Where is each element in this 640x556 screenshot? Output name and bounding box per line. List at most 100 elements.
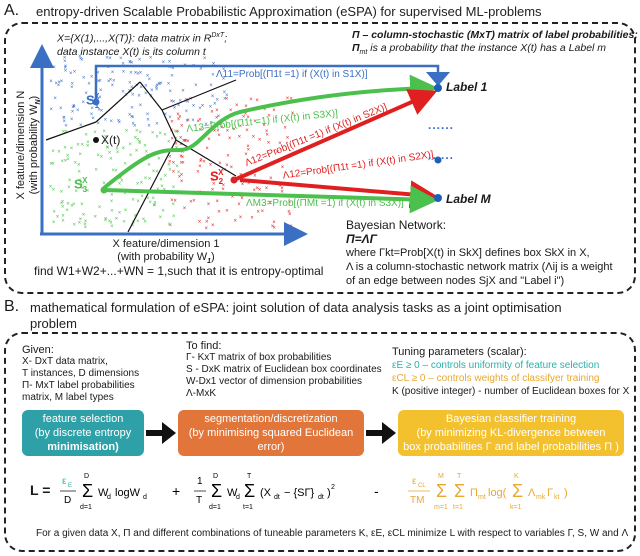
scatter-point: × [226, 153, 230, 159]
scatter-point: × [177, 103, 181, 109]
scatter-point: × [131, 223, 135, 229]
scatter-point: × [169, 223, 173, 229]
scatter-point: × [147, 162, 151, 168]
scatter-point: × [110, 119, 114, 125]
scatter-point: × [73, 222, 77, 228]
scatter-point: × [198, 118, 202, 124]
scatter-point: × [79, 181, 83, 187]
scatter-point: × [168, 115, 172, 121]
scatter-point: × [171, 66, 175, 72]
formula-plus: + [172, 483, 180, 499]
scatter-point: × [103, 139, 107, 145]
formula-minus: - [374, 483, 379, 499]
scatter-point: × [168, 168, 172, 174]
scatter-point: × [155, 169, 159, 175]
scatter-point: × [65, 208, 69, 214]
scatter-point: × [250, 216, 254, 222]
bayes-equation: Π=ΛΓ [346, 232, 377, 246]
scatter-point: × [211, 73, 215, 79]
svg-text:d=1: d=1 [80, 504, 92, 511]
scatter-point: × [64, 123, 68, 129]
scatter-point: × [72, 104, 76, 110]
scatter-point: × [80, 58, 84, 64]
scatter-point: × [84, 133, 88, 139]
scatter-point: × [253, 173, 257, 179]
scatter-point: × [109, 157, 113, 163]
scatter-point: × [63, 56, 67, 62]
scatter-point: × [157, 157, 161, 163]
x-axis-label: X feature/dimension 1(with probability W… [112, 238, 220, 266]
scatter-point: × [112, 79, 116, 85]
svg-text:logW: logW [115, 487, 141, 499]
svg-text:Σ: Σ [512, 481, 523, 501]
scatter-point: × [97, 108, 101, 114]
scatter-point: × [192, 199, 196, 205]
scatter-point: × [52, 210, 56, 216]
given-block: Given: X- DxT data matrix, T instances, … [22, 344, 140, 403]
scatter-point: × [119, 56, 123, 62]
svg-text:T: T [457, 473, 462, 480]
scatter-point: × [211, 178, 215, 184]
scatter-point: × [155, 85, 159, 91]
scatter-point: × [189, 96, 193, 102]
scatter-point: × [118, 211, 122, 217]
scatter-point: × [135, 148, 139, 154]
scatter-point: × [105, 56, 109, 62]
scatter-point: × [152, 196, 156, 202]
scatter-point: × [267, 140, 271, 146]
scatter-point: × [144, 176, 148, 182]
scatter-point: × [172, 169, 176, 175]
svg-text:W: W [98, 487, 109, 499]
scatter-point: × [64, 65, 68, 71]
scatter-point: × [67, 185, 71, 191]
box-s1-label: S1X [86, 92, 100, 110]
scatter-point: × [122, 146, 126, 152]
scatter-point: × [215, 115, 219, 121]
scatter-point: × [108, 151, 112, 157]
scatter-point: × [172, 202, 176, 208]
scatter-point: × [144, 84, 148, 90]
svg-text:k=1: k=1 [510, 504, 522, 511]
bayesian-classifier-box: Bayesian classifier training (by minimiz… [398, 410, 624, 456]
scatter-point: × [97, 79, 101, 85]
svg-text:Γ: Γ [547, 487, 553, 499]
svg-text:m=1: m=1 [434, 504, 448, 511]
scatter-point: × [136, 72, 140, 78]
bayesian-network-block: Bayesian Network: Π=ΛΓ where Γkt=Prob[X(… [346, 218, 613, 288]
svg-text:D: D [64, 495, 71, 506]
scatter-point: × [77, 162, 81, 168]
scatter-point: × [205, 146, 209, 152]
scatter-point: × [204, 122, 208, 128]
scatter-point: × [99, 88, 103, 94]
scatter-point: × [57, 83, 61, 89]
scatter-point: × [142, 217, 146, 223]
svg-text:Σ: Σ [82, 481, 93, 501]
label-1-node-text: Label 1 [446, 80, 488, 94]
scatter-point: × [172, 214, 176, 220]
scatter-point: × [121, 62, 125, 68]
scatter-point: × [203, 56, 207, 62]
scatter-point: × [61, 214, 65, 220]
panel-a-title: entropy-driven Scalable Probabilistic Ap… [36, 4, 542, 19]
scatter-point: × [138, 58, 142, 64]
scatter-point: × [168, 155, 172, 161]
svg-text:D: D [213, 473, 218, 480]
scatter-point: × [56, 215, 60, 221]
scatter-point: × [228, 136, 232, 142]
scatter-point: × [269, 176, 273, 182]
scatter-point: × [183, 206, 187, 212]
scatter-point: × [209, 105, 213, 111]
scatter-point: × [62, 116, 66, 122]
scatter-point: × [60, 190, 64, 196]
scatter-point: × [136, 199, 140, 205]
svg-text:M: M [438, 473, 444, 480]
scatter-point: × [49, 79, 53, 85]
scatter-point: × [70, 204, 74, 210]
svg-text:d=1: d=1 [209, 504, 221, 511]
scatter-point: × [151, 130, 155, 136]
scatter-point: × [148, 200, 152, 206]
scatter-point: × [272, 108, 276, 114]
scatter-point: × [148, 77, 152, 83]
scatter-point: × [181, 155, 185, 161]
